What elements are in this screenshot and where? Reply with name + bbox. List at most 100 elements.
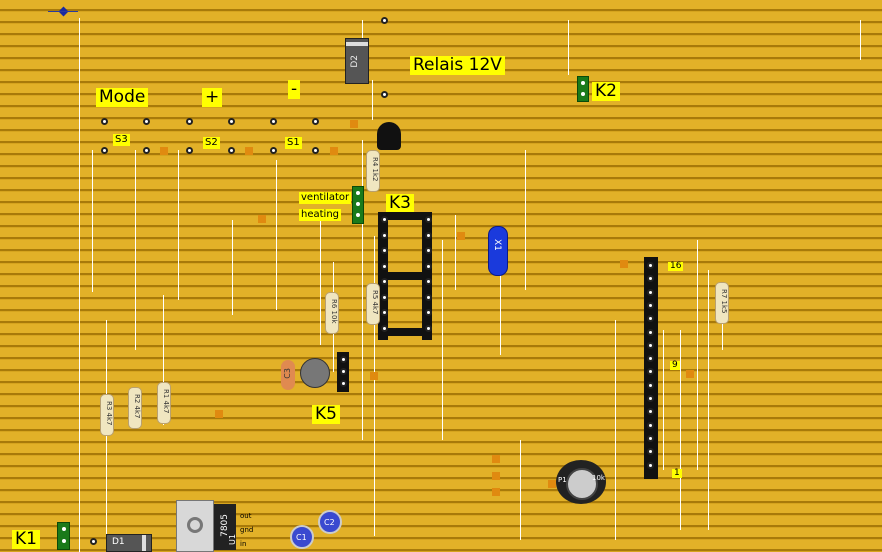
header-pin [647,262,654,269]
capacitor-c3: C3 [281,360,295,390]
d1-pad [90,538,97,545]
regulator-out-label: out [240,512,252,520]
resistor-r2: R2 4k7 [128,387,142,429]
capacitor-c2: C2 [318,510,342,534]
plus-label: + [202,88,223,107]
header-pin [647,461,654,469]
k3-label: K3 [386,194,414,213]
switch-s2-label: S2 [203,137,220,149]
k5-pad [340,356,347,363]
wire [860,20,861,60]
ic-socket-pin [425,324,432,332]
header-pin [647,434,654,442]
ic-socket-pin [381,278,388,285]
track-cut [215,410,223,418]
switch-pad [143,118,150,125]
track-cut [620,260,628,268]
wire [680,330,681,530]
wire [697,240,698,470]
pin-16-label: 16 [668,261,684,271]
track-cut [160,147,168,155]
resistor-r5: R5 4k7 [366,283,380,325]
wire [79,18,80,552]
potentiometer-p1-value: 10k [592,474,605,482]
ic-socket-pin [425,247,432,254]
wire [525,150,526,290]
wire [568,20,569,75]
header-pin [647,355,654,363]
switch-pad [101,147,108,154]
header-pin [647,315,654,323]
ic-socket-pin [381,309,388,316]
wire [708,270,709,530]
wire [362,140,363,440]
pin-9-label: 9 [670,360,680,370]
wire [663,330,664,470]
relais-label: Relais 12V [410,56,505,75]
track-cut [548,480,556,488]
capacitor-c1: C1 [290,525,314,549]
wire [178,150,179,300]
k5-pad [340,380,347,387]
ic-socket-pin [381,293,388,301]
switch-pad [312,118,319,125]
header-pin [647,301,654,309]
minus-label: - [288,80,301,99]
track-cut [686,370,694,378]
header-pin [647,288,654,296]
switch-pad [270,118,277,125]
wire [163,295,164,425]
wire [276,160,277,310]
regulator-u1: 7805 U1 out gnd in [176,500,260,552]
wire [520,440,521,540]
switch-s3-label: S3 [113,134,130,146]
resistor-r7: R7 1k5 [715,282,729,324]
mode-label: Mode [96,88,149,107]
header-pin [647,328,654,336]
crystal-x1: X1 [488,226,508,276]
wire [92,150,93,292]
switch-pad [186,118,193,125]
ic-socket-pin [425,231,432,239]
k2-label: K2 [592,82,620,101]
diode-d2-label: D2 [350,55,360,68]
wire [135,150,136,350]
k1-label: K1 [12,530,40,549]
potentiometer-p1: P1 10k [556,460,606,504]
wire [500,260,501,355]
pin-1-label: 1 [672,468,682,478]
regulator-u1-label: U1 [228,534,237,545]
diode-d2: D2 [345,38,369,84]
regulator-in-label: in [240,540,247,548]
connector-k2 [577,76,589,102]
track-cut [245,147,253,155]
header-pin [647,448,654,456]
diode-d1: D1 [106,534,152,552]
ic-socket-pin [425,278,432,285]
resistor-r3: R3 4k7 [100,394,114,436]
switch-pad [186,147,193,154]
ic-socket-pin [381,231,388,239]
diode-d1-label: D1 [112,537,125,547]
buzzer [300,358,330,388]
resistor-r6: R6 10k [325,292,339,334]
wire [615,320,616,540]
ic-socket-pin [381,247,388,254]
track-cut [350,120,358,128]
header-pin [647,368,654,376]
ic-socket-pin [425,293,432,301]
switch-s1-label: S1 [285,137,302,149]
wire [722,320,723,350]
k5-pad [340,368,347,375]
switch-pad [228,147,235,154]
regulator-gnd-label: gnd [240,526,254,534]
track-cut [370,372,378,380]
connector-k1 [57,522,70,550]
switch-pad [270,147,277,154]
track-cut [492,455,500,463]
k5-label: K5 [312,405,340,424]
switch-pad [101,118,108,125]
wire [442,240,443,440]
ic-socket-pin [425,262,432,270]
